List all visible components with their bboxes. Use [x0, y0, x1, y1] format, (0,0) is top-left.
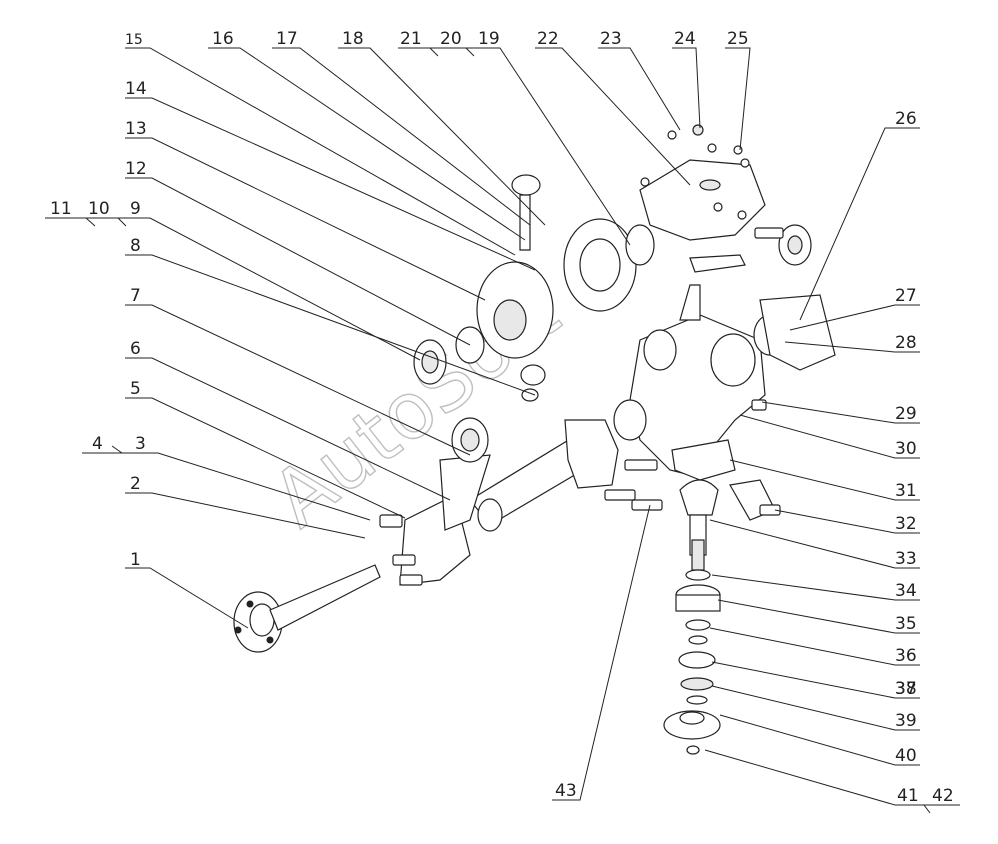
callout-14: 14 — [125, 79, 147, 99]
axle-tube-part — [379, 417, 663, 586]
callout-11: 11 — [50, 199, 72, 219]
callout-32: 32 — [895, 514, 917, 534]
callout-40: 40 — [895, 746, 917, 766]
callout-26: 26 — [895, 109, 917, 129]
callout-7: 7 — [130, 286, 141, 306]
callout-41-visible: 41 — [897, 786, 919, 806]
callout-10: 10 — [88, 199, 110, 219]
callout-19: 19 — [478, 29, 500, 49]
callout-25: 25 — [727, 29, 749, 49]
callout-34: 34 — [895, 581, 917, 601]
callout-31: 31 — [895, 481, 917, 501]
callout-3: 3 — [135, 434, 146, 454]
leader-lines — [45, 47, 960, 814]
callout-29: 29 — [895, 404, 917, 424]
callout-6: 6 — [130, 339, 141, 359]
callout-43: 43 — [555, 781, 577, 801]
callout-20: 20 — [440, 29, 462, 49]
differential-case-part — [413, 174, 655, 402]
callout-16: 16 — [212, 29, 234, 49]
callout-12: 12 — [125, 159, 147, 179]
callout-24: 24 — [674, 29, 696, 49]
callout-8: 8 — [130, 236, 141, 256]
callout-35: 35 — [895, 614, 917, 634]
callout-39: 39 — [895, 711, 917, 731]
callout-36: 36 — [895, 646, 917, 666]
callout-30: 30 — [895, 439, 917, 459]
callout-21: 21 — [400, 29, 422, 49]
callout-28: 28 — [895, 333, 917, 353]
callout-1: 1 — [130, 550, 141, 570]
callout-4: 4 — [92, 434, 103, 454]
callout-33: 33 — [895, 549, 917, 569]
callout-17: 17 — [276, 29, 298, 49]
callout-9: 9 — [130, 199, 141, 219]
callout-13: 13 — [125, 119, 147, 139]
main-housing-part — [613, 224, 836, 476]
callout-22: 22 — [537, 29, 559, 49]
callout-15: 15 — [125, 32, 143, 48]
callout-2: 2 — [130, 474, 141, 494]
pinion-stack-part — [663, 399, 781, 755]
callout-37: 37 — [895, 679, 917, 699]
callout-42: 42 — [932, 786, 954, 806]
callout-38: 38 — [895, 679, 917, 699]
callout-18: 18 — [342, 29, 364, 49]
top-cover-part — [639, 124, 766, 241]
axle-shaft-part — [233, 564, 381, 653]
parts-art — [233, 124, 836, 755]
callout-5: 5 — [130, 379, 141, 399]
callout-23: 23 — [600, 29, 622, 49]
callout-27: 27 — [895, 286, 917, 306]
callout-labels: 1 2 3 4 5 6 7 8 9 10 11 12 13 14 15 16 1… — [50, 29, 954, 806]
